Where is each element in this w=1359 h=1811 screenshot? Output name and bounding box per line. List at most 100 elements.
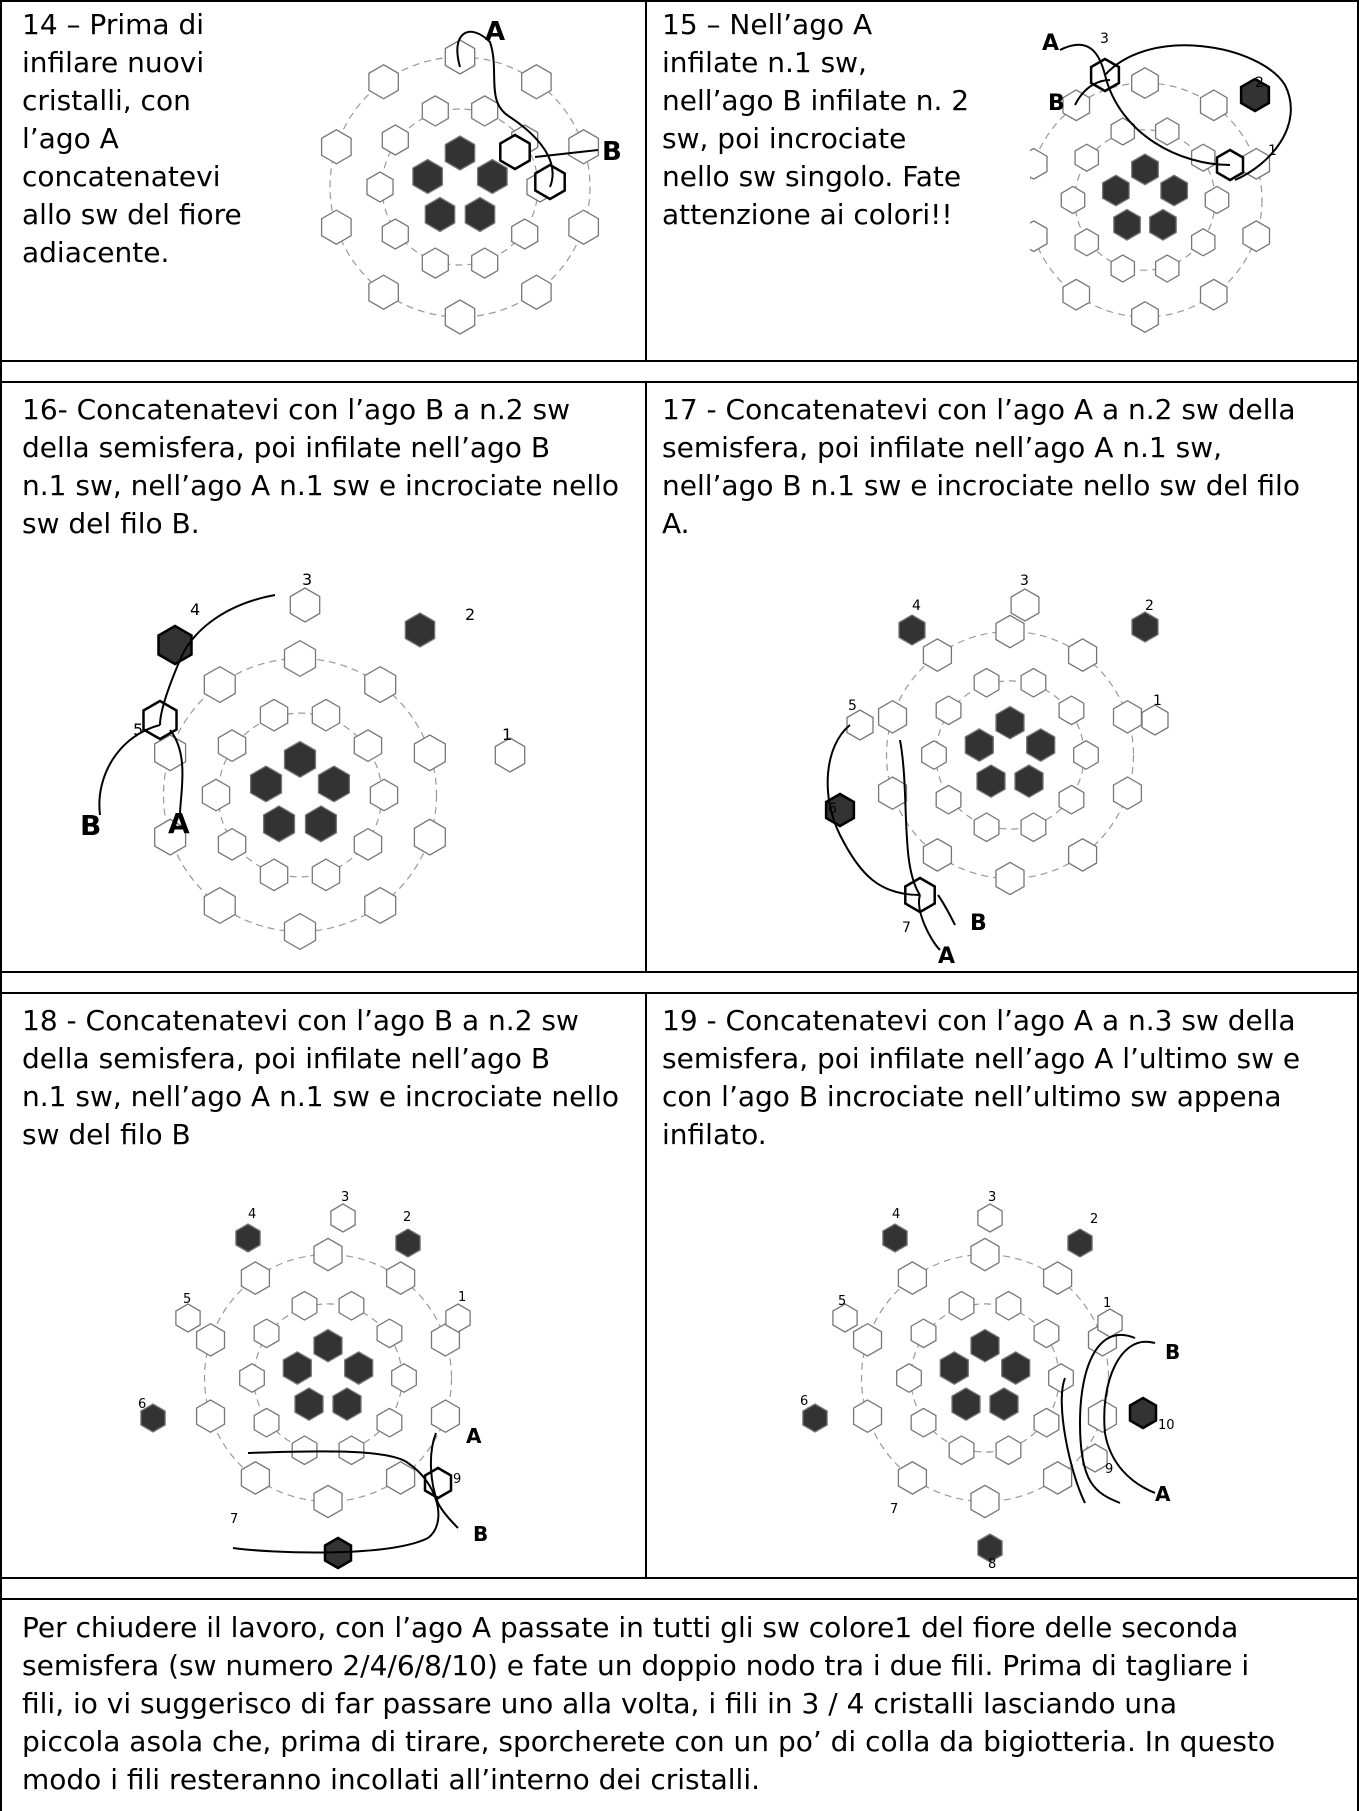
crystal-icon [995, 614, 1025, 649]
crystal-color1-icon [304, 805, 338, 843]
crystal-icon [1110, 117, 1136, 146]
crystal-color1-icon [1014, 764, 1044, 799]
crystal-icon [1020, 812, 1047, 843]
crystal-icon [1199, 89, 1228, 122]
label-B: B [80, 809, 101, 842]
crystal-color1-icon [1149, 208, 1177, 241]
crystal-icon [217, 827, 247, 861]
crystal-color1-icon [395, 1228, 421, 1258]
table-column-divider [645, 992, 647, 1578]
crystal-color1-icon [404, 612, 436, 648]
label-B: B [473, 1522, 488, 1546]
crystal-icon [195, 1322, 226, 1357]
crystal-icon [922, 638, 953, 672]
crystal-icon [338, 1290, 365, 1321]
table-border-left [0, 0, 2, 1811]
crystal-icon [1131, 66, 1159, 100]
label-3: 3 [1100, 31, 1109, 47]
crystal-icon [444, 39, 476, 75]
label-A: A [938, 944, 955, 967]
crystal-color1-icon [1113, 208, 1141, 241]
crystal-color1-icon [964, 728, 994, 762]
table-column-divider [645, 0, 647, 361]
crystal-icon [385, 1461, 416, 1495]
crystal-icon [1042, 1261, 1073, 1295]
label-9: 9 [453, 1472, 461, 1487]
crystal-icon [1199, 278, 1228, 311]
crystal-icon [421, 247, 449, 279]
crystal-icon [217, 729, 247, 763]
crystal-icon [973, 812, 1000, 843]
label-6: 6 [800, 1394, 808, 1409]
crystal-icon [291, 1435, 318, 1466]
crystal-color1-icon [140, 1403, 166, 1433]
crystal-icon [1154, 117, 1180, 146]
crystal-icon [1190, 228, 1216, 257]
crystal-icon [995, 861, 1025, 896]
crystal-icon [203, 665, 236, 704]
step-16-text: 16- Concatenatevi con l’ago B a n.2 sw d… [22, 393, 620, 540]
crystal-icon [283, 639, 317, 678]
crystal-color1-icon [262, 805, 296, 843]
crystal-icon [1204, 185, 1230, 215]
crystal-color1-icon [970, 1328, 1000, 1363]
crystal-icon [511, 218, 539, 250]
crystal-icon [381, 124, 409, 156]
label-1: 1 [1103, 1296, 1111, 1311]
label-4: 4 [190, 600, 200, 619]
crystal-icon [568, 209, 600, 245]
label-1: 1 [502, 725, 512, 744]
label-7: 7 [230, 1512, 238, 1527]
crystal-color1-icon [476, 158, 508, 195]
diagram-step-18: 3 4 2 5 1 6 A 9 7 B [138, 1183, 518, 1573]
crystal-icon [1074, 143, 1100, 172]
crystal-icon [877, 776, 908, 811]
crystal-icon [921, 740, 947, 771]
crystal-color1-icon [313, 1328, 343, 1363]
crystal-icon [320, 129, 352, 165]
crystal-icon [1062, 278, 1091, 311]
crystal-icon [381, 218, 409, 250]
crystal-icon [413, 734, 446, 772]
crystal-icon [391, 1363, 417, 1394]
label-7: 7 [902, 920, 911, 936]
crystal-icon [203, 886, 236, 925]
crystal-icon [430, 1399, 461, 1434]
label-4: 4 [912, 598, 921, 614]
crystal-icon [364, 665, 397, 704]
table-border-top [0, 0, 1359, 2]
crystal-icon [338, 1435, 365, 1466]
crystal-icon [897, 1461, 928, 1495]
crystal-icon [385, 1261, 416, 1295]
crystal-icon [1020, 667, 1047, 698]
label-1: 1 [1153, 693, 1162, 709]
crystal-icon [368, 274, 399, 310]
crystal-color1-icon [282, 1351, 312, 1385]
crystal-icon [1030, 147, 1048, 180]
crystal-color1-icon [1128, 1396, 1158, 1430]
crystal-icon [852, 1322, 883, 1357]
crystal-color1-icon [344, 1351, 374, 1385]
crystal-icon [995, 1435, 1022, 1466]
table-row-divider [0, 992, 1359, 994]
crystal-icon [313, 1237, 343, 1272]
diagram-threads [98, 594, 276, 816]
crystal-icon [1073, 740, 1099, 771]
label-9: 9 [1105, 1462, 1113, 1477]
label-5: 5 [838, 1294, 846, 1309]
crystal-color1-icon [1131, 611, 1159, 643]
crystal-icon [568, 129, 600, 165]
diagram-threads [826, 724, 956, 951]
diagram-step-17: 3 4 2 5 1 6 7 B A [820, 565, 1190, 967]
crystal-icon [1030, 220, 1048, 253]
crystal-icon [413, 818, 446, 856]
crystal-icon [154, 818, 187, 856]
crystal-icon [910, 1318, 937, 1349]
crystal-icon [283, 912, 317, 951]
label-2: 2 [1255, 75, 1264, 91]
label-5: 5 [848, 698, 857, 714]
crystal-icon [421, 95, 449, 127]
closing-text: Per chiudere il lavoro, con l’ago A pass… [22, 1611, 1276, 1796]
table-row-divider [0, 360, 1359, 362]
crystal-icon [977, 1203, 1003, 1233]
